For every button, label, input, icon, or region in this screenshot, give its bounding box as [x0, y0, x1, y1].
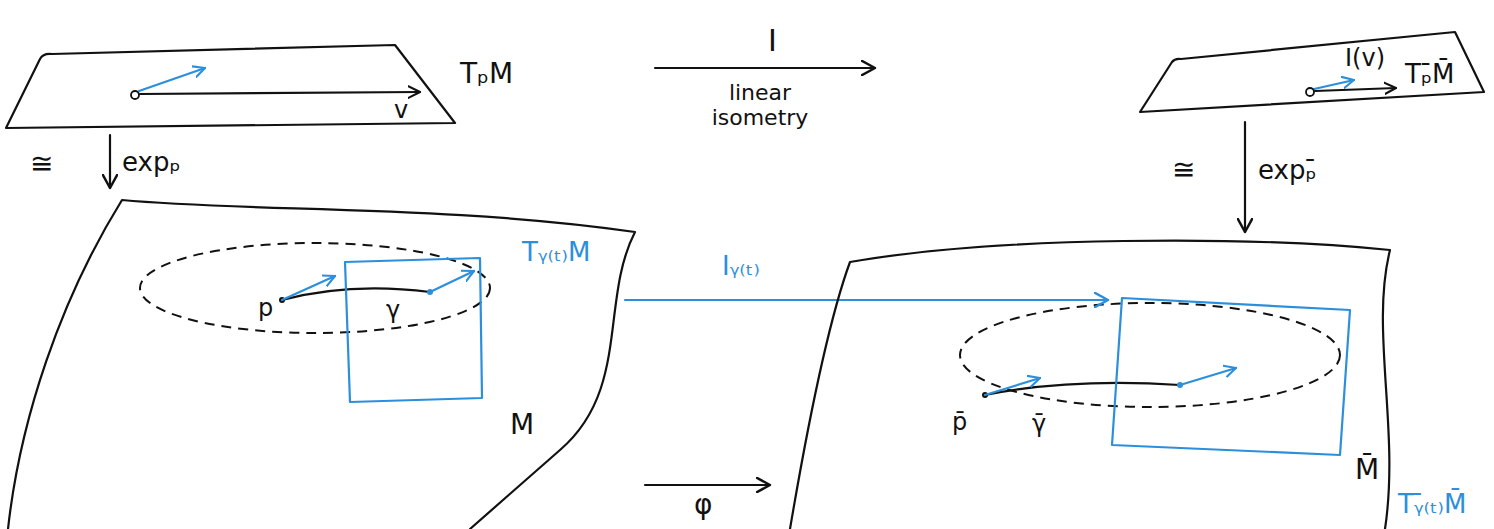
map-arrow	[655, 67, 875, 69]
dashed-neighbourhood	[140, 243, 490, 333]
vector-arrow	[1315, 88, 1396, 91]
outline-path	[1140, 32, 1484, 112]
map-label: φ	[694, 490, 712, 521]
outline-path	[1112, 298, 1350, 455]
map-note: linear isometry	[695, 80, 825, 131]
point-label: p̄	[952, 410, 967, 434]
node-label: Tᵧ̄₍ₜ₎M̄	[1398, 490, 1466, 519]
outline-path	[345, 258, 482, 402]
tangent-plane: TₚM	[0, 35, 655, 135]
vector-label: v	[394, 98, 408, 122]
vector-arrow	[985, 378, 1040, 395]
map-label: expₚ̄	[1258, 156, 1317, 185]
tangent-plane: Tᵧ̄₍ₜ₎M̄	[1108, 280, 1492, 529]
vector-arrow	[1180, 368, 1236, 385]
vector-arrow	[282, 276, 335, 300]
vector-label: I(v)	[1345, 46, 1385, 70]
outline-path	[8, 200, 635, 529]
map-arrow	[1244, 122, 1246, 232]
outline-path	[790, 241, 1390, 529]
surface: Tᵧ̄₍ₜ₎M̄ M̄	[770, 232, 1494, 529]
dashed-neighbourhood	[960, 303, 1340, 407]
map-label: expₚ	[122, 148, 181, 177]
map-label: Iᵧ₍ₜ₎	[722, 252, 760, 281]
vector-arrow	[139, 68, 205, 91]
node-label: Tₚ̄M̄	[1405, 60, 1454, 89]
node-label: M̄	[1355, 455, 1379, 486]
map-arrow	[625, 299, 1108, 301]
vector-arrow	[1314, 80, 1354, 89]
outline	[770, 232, 1494, 529]
tangent-plane: Tₚ̄M̄	[875, 22, 1490, 122]
map-label: I	[768, 24, 777, 57]
map-arrow	[109, 135, 111, 188]
surface: Tᵧ₍ₜ₎M M	[0, 188, 645, 529]
vector-arrow	[140, 92, 420, 94]
geodesic-curve	[985, 383, 1180, 395]
math-symbol: ≅	[30, 150, 53, 178]
outline	[0, 35, 655, 135]
math-symbol: ≅	[1172, 156, 1195, 184]
curve-label: γ	[386, 298, 400, 322]
point-label: p	[258, 296, 273, 320]
origin-point	[131, 91, 139, 99]
outline	[875, 22, 1490, 122]
vector-arrow	[430, 271, 474, 292]
node-label: Tᵧ₍ₜ₎M	[522, 238, 590, 267]
curve-label: γ̄	[1032, 412, 1046, 436]
origin-point	[1306, 88, 1314, 96]
outline-path	[6, 45, 455, 128]
map-arrow	[645, 484, 770, 486]
node-label: M	[510, 410, 534, 441]
node-label: TₚM	[460, 59, 513, 90]
tangent-plane: Tᵧ₍ₜ₎M	[340, 238, 625, 408]
